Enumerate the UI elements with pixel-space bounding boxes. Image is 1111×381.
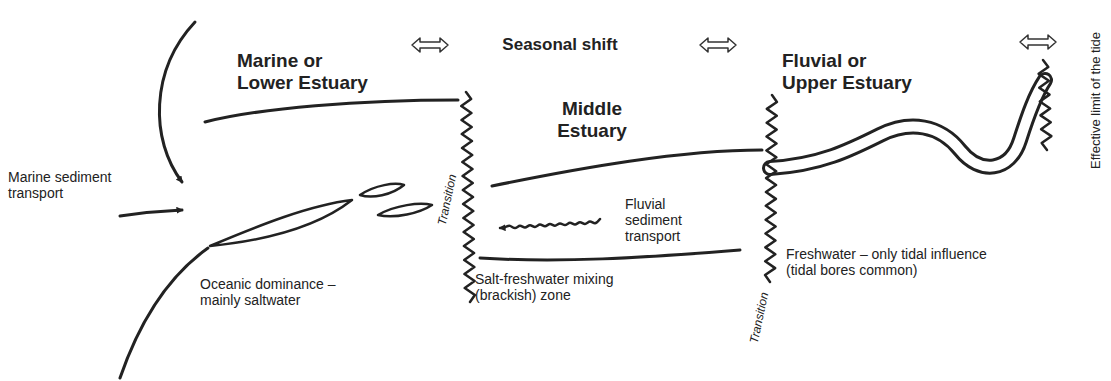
zone-heading: Marine or Lower Estuary — [237, 50, 377, 94]
transition-label: Transition — [436, 173, 460, 227]
zone-note: Salt-freshwater mixing (brackish) zone — [475, 271, 655, 303]
sand-bar — [360, 184, 404, 197]
shift-arrow — [1020, 35, 1056, 49]
transition-line — [765, 95, 777, 282]
mixing-arrow — [500, 219, 600, 228]
shoreline — [492, 150, 762, 186]
sediment-arrow — [120, 210, 182, 216]
transition-line — [1039, 60, 1052, 150]
tide-limit-label: Effective limit of the tide — [1090, 31, 1105, 168]
zone-note: Freshwater – only tidal influence (tidal… — [786, 246, 1001, 278]
shift-arrow — [412, 38, 448, 52]
shoreline — [120, 248, 208, 378]
shoreline — [205, 100, 458, 122]
river-channel — [770, 80, 1045, 168]
sand-bar — [210, 200, 352, 246]
transition-line — [461, 92, 475, 302]
zone-heading: Fluvial or Upper Estuary — [782, 50, 922, 94]
sediment-arrow — [159, 22, 195, 182]
transition-label: Transition — [748, 291, 772, 345]
sand-bar — [378, 204, 432, 216]
zone-note: Oceanic dominance – mainly saltwater — [200, 276, 360, 308]
shift-arrow — [700, 38, 736, 52]
process-note: Fluvial sediment transport — [625, 196, 700, 244]
shoreline — [480, 250, 740, 260]
process-note: Marine sediment transport — [8, 169, 123, 201]
shift-label: Seasonal shift — [502, 35, 617, 55]
zone-heading: Middle Estuary — [542, 98, 642, 142]
river-channel — [770, 80, 1045, 168]
